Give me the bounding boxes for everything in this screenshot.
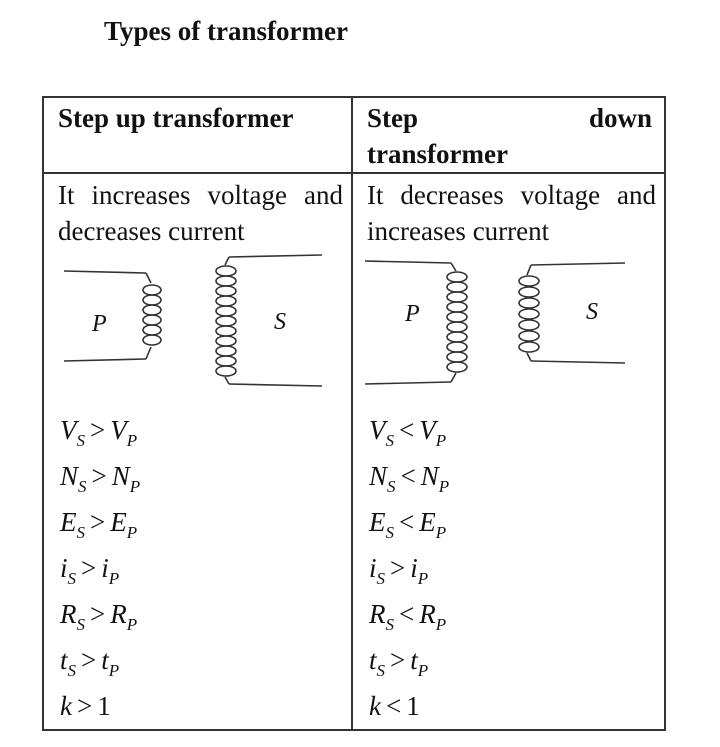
relation-row: ES>EP [60, 507, 138, 542]
relation-row: NS>NP [60, 461, 141, 496]
relation-row: ES<EP [369, 507, 447, 542]
step-down-description: It decreases voltage and increases curre… [367, 180, 656, 246]
page-title: Types of transformer [104, 16, 348, 46]
secondary-top-lead [530, 262, 626, 266]
step-up-header-cell: Step up transformer [42, 96, 353, 174]
primary-bottom-lead [63, 358, 147, 362]
step-down-heading-line1: Step down [353, 98, 664, 136]
step-down-heading-word-b: down [588, 103, 652, 133]
primary-top-lead [63, 270, 147, 274]
step-down-heading-line2: transformer [367, 139, 508, 169]
step-down-transformer-symbol: P S [364, 260, 626, 385]
primary-label: P [91, 311, 107, 337]
relation-row: RS<RP [369, 599, 447, 634]
secondary-coil [518, 264, 540, 362]
table-header-row: Step up transformer Step down transforme… [42, 96, 666, 174]
relation-row: tS>tP [60, 645, 120, 680]
table-body-row: It increases voltage and decreases curre… [42, 172, 666, 731]
secondary-bottom-lead [530, 360, 626, 364]
primary-bottom-lead [364, 381, 452, 385]
step-up-heading: Step up transformer [58, 103, 294, 133]
secondary-coil [215, 256, 237, 385]
relation-row: VS>VP [60, 415, 138, 450]
relation-row: RS>RP [60, 599, 138, 634]
step-down-header-cell: Step down transformer [351, 96, 666, 174]
step-down-relations: VS<VP NS<NP ES<EP iS>iP RS<RP tS>tP k<1 [353, 407, 664, 729]
step-down-diagram: P S [353, 249, 664, 407]
relation-row: k<1 [369, 691, 420, 721]
step-up-body-cell: It increases voltage and decreases curre… [42, 172, 353, 731]
secondary-label: S [274, 309, 286, 335]
transformer-comparison-table: Step up transformer Step down transforme… [42, 96, 666, 731]
relation-row: iS>iP [60, 553, 120, 588]
step-up-relations: VS>VP NS>NP ES>EP iS>iP RS>RP tS>tP k>1 [44, 407, 351, 729]
step-up-diagram: P S [44, 249, 351, 407]
relation-row: NS<NP [369, 461, 450, 496]
secondary-bottom-lead [228, 383, 323, 387]
step-up-transformer-symbol: P S [63, 254, 323, 387]
relation-row: k>1 [60, 691, 111, 721]
primary-coil [446, 262, 468, 383]
primary-top-lead [364, 260, 452, 264]
relation-row: VS<VP [369, 415, 447, 450]
secondary-label: S [586, 299, 598, 325]
primary-coil [142, 272, 162, 360]
relation-row: iS>iP [369, 553, 429, 588]
relation-row: tS>tP [369, 645, 429, 680]
step-up-description: It increases voltage and decreases curre… [58, 180, 343, 246]
step-down-heading-word-a: Step [367, 103, 419, 133]
step-down-body-cell: It decreases voltage and increases curre… [351, 172, 666, 731]
primary-label: P [404, 301, 420, 327]
secondary-top-lead [228, 254, 323, 258]
